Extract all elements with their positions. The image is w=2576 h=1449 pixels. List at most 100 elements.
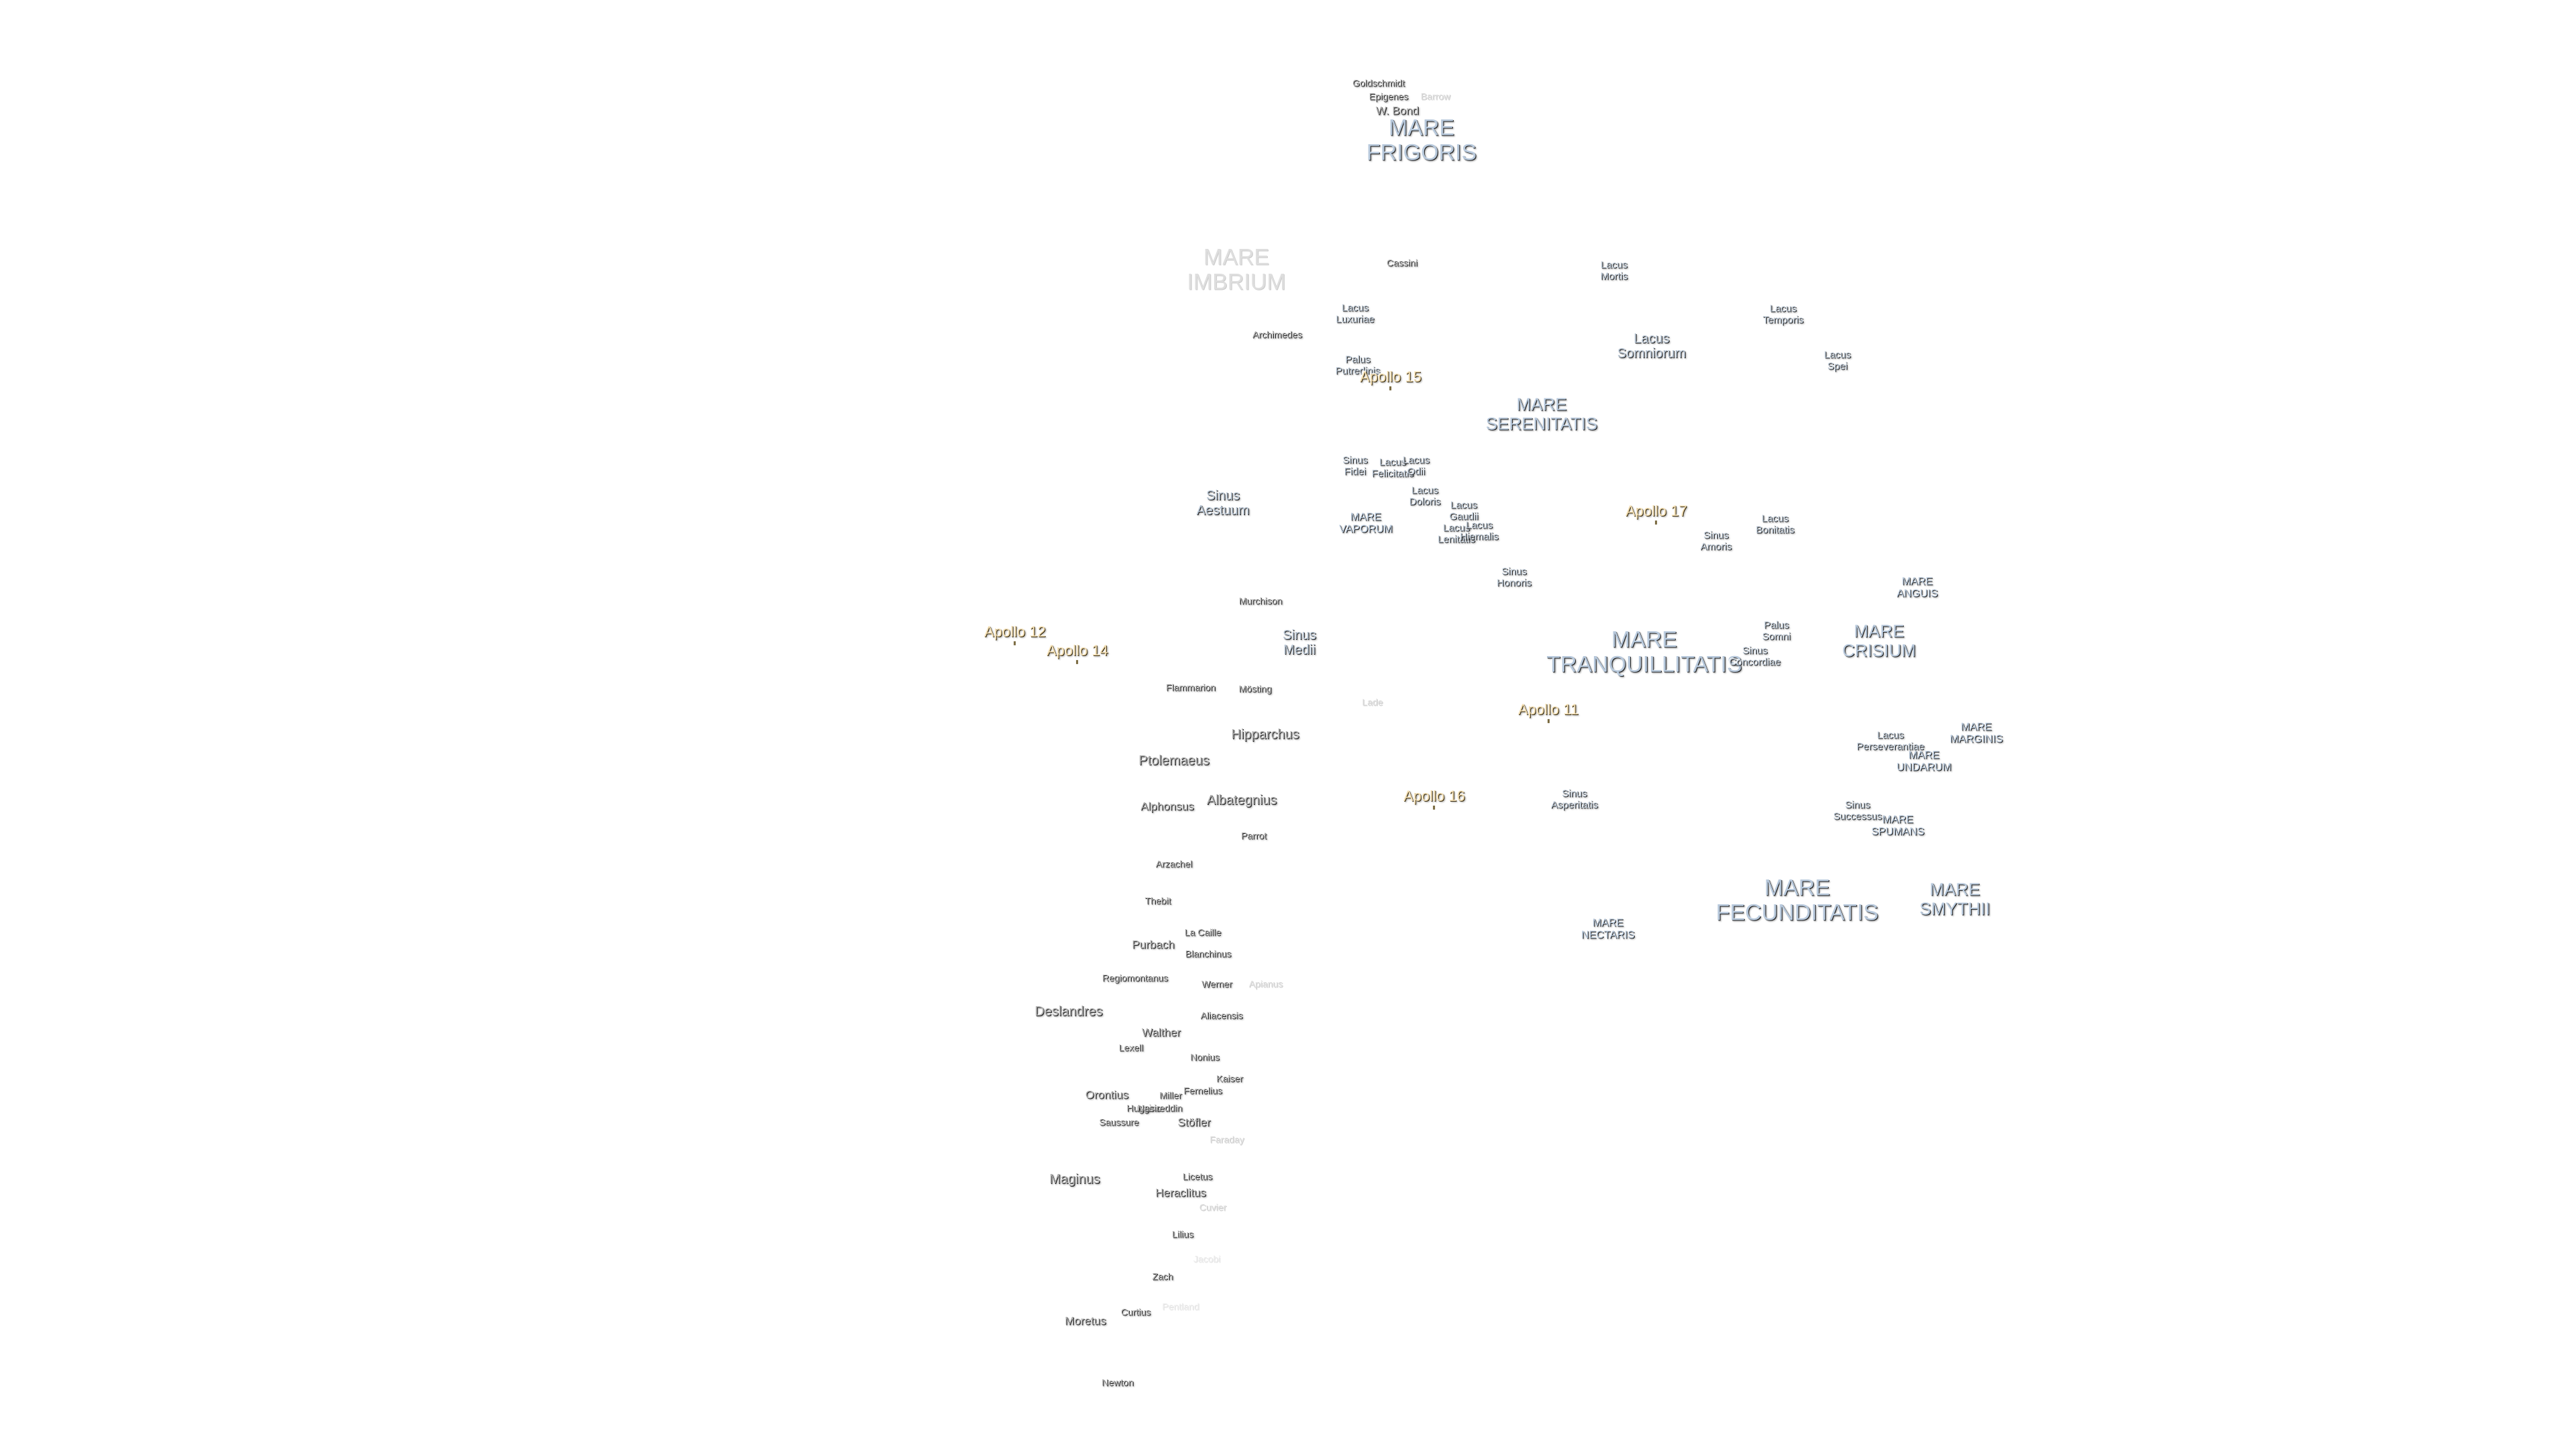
landing-site-apollo-16[interactable]: Apollo 16 — [1403, 788, 1465, 810]
crater-label-curtius[interactable]: Curtius — [1120, 1306, 1151, 1318]
landing-site-apollo-14[interactable]: Apollo 14 — [1046, 641, 1108, 665]
crater-label-moretus[interactable]: Moretus — [1065, 1314, 1106, 1328]
crater-label-thebit[interactable]: Thebit — [1144, 895, 1171, 906]
crater-label-parrot[interactable]: Parrot — [1240, 830, 1267, 841]
crater-label-mosting[interactable]: Mösting — [1238, 683, 1272, 694]
landing-pin-icon — [1547, 719, 1550, 724]
crater-label-walther[interactable]: Walther — [1142, 1026, 1181, 1039]
crater-label-huggins[interactable]: Huggins — [1126, 1102, 1161, 1114]
landing-pin-icon — [1014, 641, 1016, 646]
crater-label-werner[interactable]: Werner — [1201, 978, 1232, 989]
crater-label-cuvier[interactable]: Cuvier — [1199, 1201, 1227, 1213]
crater-label-deslandres[interactable]: Deslandres — [1034, 1004, 1103, 1019]
crater-label-newton[interactable]: Newton — [1102, 1377, 1134, 1388]
crater-label-ptolemaeus[interactable]: Ptolemaeus — [1138, 753, 1210, 768]
landing-site-apollo-12[interactable]: Apollo 12 — [984, 623, 1046, 646]
crater-label-lilius[interactable]: Lilius — [1172, 1228, 1193, 1240]
crater-label-fernelius[interactable]: Fernelius — [1183, 1085, 1222, 1096]
crater-label-zach[interactable]: Zach — [1152, 1271, 1173, 1282]
crater-label-nonius[interactable]: Nonius — [1190, 1051, 1220, 1063]
crater-label-nasireddin[interactable]: Nasireddin — [1137, 1102, 1183, 1114]
crater-label-purbach[interactable]: Purbach — [1132, 938, 1175, 951]
crater-label-stofler[interactable]: Stöfler — [1177, 1116, 1211, 1129]
landing-site-apollo-11[interactable]: Apollo 11 — [1517, 700, 1579, 724]
crater-label-la-caille[interactable]: La Caille — [1184, 926, 1222, 938]
landing-pin-icon — [1433, 806, 1436, 810]
crater-label-alphonsus[interactable]: Alphonsus — [1140, 800, 1194, 813]
crater-label-faraday[interactable]: Faraday — [1210, 1134, 1244, 1145]
crater-label-pentland[interactable]: Pentland — [1162, 1301, 1199, 1312]
crater-label-blanchinus[interactable]: Blanchinus — [1185, 948, 1232, 959]
crater-label-heraclitus[interactable]: Heraclitus — [1155, 1186, 1206, 1199]
landing-site-label: Apollo 17 — [1625, 502, 1687, 519]
crater-label-aliacensis[interactable]: Aliacensis — [1200, 1010, 1243, 1021]
crater-label-saussure[interactable]: Saussure — [1099, 1116, 1139, 1128]
crater-label-regiomontanus[interactable]: Regiomontanus — [1102, 972, 1169, 983]
crater-label-orontius[interactable]: Orontius — [1085, 1088, 1129, 1102]
crater-label-flammarion[interactable]: Flammarion — [1166, 682, 1216, 693]
crater-label-epigenes[interactable]: Epigenes — [1368, 91, 1409, 102]
crater-label-kaiser[interactable]: Kaiser — [1216, 1073, 1243, 1084]
crater-label-miller[interactable]: Miller — [1159, 1089, 1182, 1101]
crater-label-maginus[interactable]: Maginus — [1049, 1172, 1100, 1187]
crater-label-cassini[interactable]: Cassini — [1387, 257, 1417, 268]
crater-label-apianus[interactable]: Apianus — [1248, 978, 1283, 989]
landing-site-apollo-17[interactable]: Apollo 17 — [1625, 502, 1687, 525]
crater-label-murchison[interactable]: Murchison — [1238, 595, 1283, 606]
crater-label-goldschmidt[interactable]: Goldschmidt — [1352, 77, 1405, 89]
crater-label-lade[interactable]: Lade — [1362, 696, 1383, 708]
crater-label-barrow[interactable]: Barrow — [1420, 91, 1451, 102]
landing-site-label: Apollo 14 — [1046, 641, 1108, 659]
landing-site-label: Apollo 15 — [1360, 368, 1421, 385]
crater-label-licetus[interactable]: Licetus — [1182, 1171, 1213, 1182]
landing-pin-icon — [1655, 521, 1658, 525]
crater-label-jacobi[interactable]: Jacobi — [1193, 1253, 1221, 1265]
crater-label-archimedes[interactable]: Archimedes — [1252, 329, 1302, 340]
landing-site-label: Apollo 11 — [1517, 700, 1579, 718]
crater-label-lexell[interactable]: Lexell — [1118, 1042, 1144, 1053]
crater-label-hipparchus[interactable]: Hipparchus — [1231, 727, 1299, 742]
crater-label-albategnius[interactable]: Albategnius — [1206, 793, 1277, 808]
landing-site-apollo-15[interactable]: Apollo 15 — [1360, 368, 1421, 391]
landing-pin-icon — [1389, 386, 1392, 391]
crater-label-w-bond[interactable]: W. Bond — [1375, 104, 1419, 117]
crater-label-arzachel[interactable]: Arzachel — [1155, 858, 1193, 869]
